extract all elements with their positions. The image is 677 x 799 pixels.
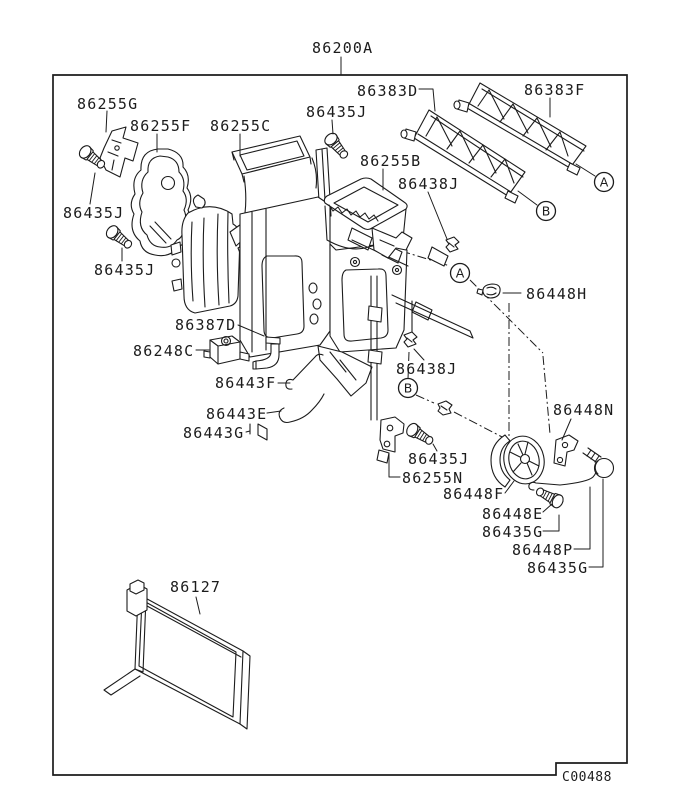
view-marker-B-mid-letter: B	[404, 381, 413, 396]
view-marker-A-mid-letter: A	[456, 266, 465, 281]
callout-86443F: 86443F	[215, 374, 276, 392]
callout-86435J-bottom: 86435J	[408, 450, 469, 468]
rod-86443F	[285, 353, 324, 390]
clip-86443G	[249, 423, 268, 441]
callout-86435J-left1: 86435J	[63, 204, 124, 222]
callout-86127: 86127	[170, 578, 221, 596]
callout-86435J-left2: 86435J	[94, 261, 155, 279]
gasket-86255F	[130, 148, 192, 257]
leader-lines	[89, 56, 604, 615]
view-marker-B-top-letter: B	[542, 204, 551, 219]
callout-86383D: 86383D	[357, 82, 418, 100]
tray-86255B	[323, 177, 413, 259]
rod-86448P	[528, 462, 598, 491]
view-marker-B-top: B	[535, 200, 557, 222]
callout-86443E: 86443E	[206, 405, 267, 423]
hose-86387D	[252, 336, 281, 370]
cam-86448F	[490, 434, 545, 488]
bracket-86255N	[376, 416, 405, 464]
view-marker-B-mid: B	[397, 377, 419, 399]
rod-86443E	[278, 393, 325, 424]
clip-on-centerline	[437, 400, 453, 416]
view-marker-A-top-letter: A	[600, 175, 609, 190]
callout-86448H: 86448H	[526, 285, 587, 303]
heater-unit-body	[170, 135, 474, 397]
shutter-86383D	[400, 109, 526, 204]
view-marker-A-mid: A	[449, 262, 471, 284]
callout-86255B: 86255B	[360, 152, 421, 170]
drawing-code: C00488	[562, 770, 612, 785]
screw-86435J-2	[103, 222, 136, 253]
callout-86255G: 86255G	[77, 95, 138, 113]
callout-86448F: 86448F	[443, 485, 504, 503]
callout-86255C: 86255C	[210, 117, 271, 135]
callout-86255F: 86255F	[130, 117, 191, 135]
bolt-86435G	[582, 447, 615, 479]
callout-86448N: 86448N	[553, 401, 614, 419]
shutter-86383F	[453, 82, 587, 176]
centerlines	[384, 245, 551, 440]
callouts: 86200A 86255G 86255F 86255C 86435J 86383…	[63, 39, 614, 785]
callout-86443G: 86443G	[183, 424, 244, 442]
callout-86435J-top: 86435J	[306, 103, 367, 121]
callout-86248C: 86248C	[133, 342, 194, 360]
screw-86435J-4	[403, 420, 437, 449]
clip-86438J-mid	[403, 331, 418, 348]
view-marker-A-top: A	[593, 171, 615, 193]
callout-86200A: 86200A	[312, 39, 373, 57]
link-rod	[367, 275, 413, 421]
lever-86448N	[553, 434, 579, 467]
callout-86255N: 86255N	[402, 469, 463, 487]
callout-86435G-1: 86435G	[482, 523, 543, 541]
callout-86438J-mid: 86438J	[396, 360, 457, 378]
callout-86448E: 86448E	[482, 505, 543, 523]
callout-86448P: 86448P	[512, 541, 573, 559]
clip-86438J-top	[445, 236, 460, 253]
callout-86387D: 86387D	[175, 316, 236, 334]
valve-86248C	[203, 335, 250, 365]
core-86127	[103, 579, 251, 730]
clip-86448H	[476, 283, 501, 299]
callout-86383F: 86383F	[524, 81, 585, 99]
callout-86438J-top: 86438J	[398, 175, 459, 193]
diagram-border	[52, 74, 628, 776]
callout-86435G-2: 86435G	[527, 559, 588, 577]
